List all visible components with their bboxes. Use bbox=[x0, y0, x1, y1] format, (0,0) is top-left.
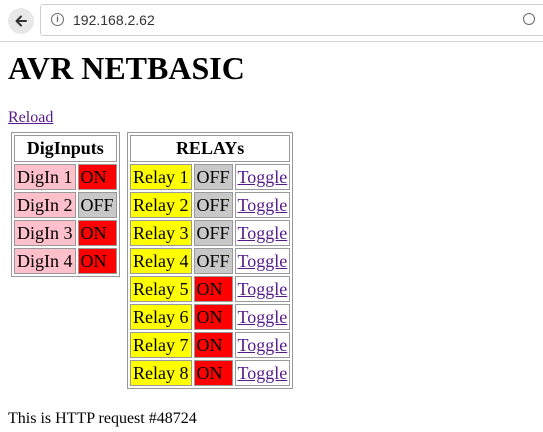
page-title: AVR NETBASIC bbox=[8, 50, 245, 86]
relay-label: Relay 6 bbox=[130, 304, 192, 330]
url-text[interactable]: 192.168.2.62 bbox=[73, 12, 155, 28]
search-icon[interactable] bbox=[523, 13, 535, 25]
digin-state: ON bbox=[77, 220, 117, 246]
relay-state: OFF bbox=[193, 164, 233, 190]
relay-label: Relay 4 bbox=[130, 248, 192, 274]
relay-state: ON bbox=[193, 332, 233, 358]
relay-toggle-link[interactable]: Toggle bbox=[237, 250, 288, 271]
relay-toggle-cell: Toggle bbox=[234, 276, 291, 302]
diginputs-header: DigInputs bbox=[14, 135, 117, 162]
digin-label: DigIn 2 bbox=[14, 192, 76, 218]
digin-state: ON bbox=[77, 164, 117, 190]
relay-toggle-link[interactable]: Toggle bbox=[237, 194, 288, 215]
relay-label: Relay 1 bbox=[130, 164, 192, 190]
relay-label: Relay 5 bbox=[130, 276, 192, 302]
digin-label: DigIn 3 bbox=[14, 220, 76, 246]
relay-toggle-cell: Toggle bbox=[234, 332, 291, 358]
relay-toggle-link[interactable]: Toggle bbox=[237, 278, 288, 299]
relay-label: Relay 7 bbox=[130, 332, 192, 358]
arrow-left-icon bbox=[15, 15, 27, 27]
relay-toggle-link[interactable]: Toggle bbox=[237, 166, 288, 187]
relay-toggle-link[interactable]: Toggle bbox=[237, 222, 288, 243]
request-counter: This is HTTP request #48724 bbox=[8, 410, 197, 427]
relay-toggle-cell: Toggle bbox=[234, 164, 291, 190]
relay-state: OFF bbox=[193, 192, 233, 218]
relays-header: RELAYs bbox=[130, 135, 291, 162]
relay-state: ON bbox=[193, 304, 233, 330]
reload-link[interactable]: Reload bbox=[8, 109, 54, 126]
relay-toggle-cell: Toggle bbox=[234, 220, 291, 246]
info-icon[interactable]: i bbox=[51, 13, 64, 26]
relay-toggle-link[interactable]: Toggle bbox=[237, 306, 288, 327]
relay-state: OFF bbox=[193, 220, 233, 246]
digin-state: ON bbox=[77, 248, 117, 274]
digin-state: OFF bbox=[77, 192, 117, 218]
relay-toggle-link[interactable]: Toggle bbox=[237, 334, 288, 355]
relay-label: Relay 2 bbox=[130, 192, 192, 218]
relay-toggle-cell: Toggle bbox=[234, 192, 291, 218]
relay-state: ON bbox=[193, 276, 233, 302]
relay-toggle-cell: Toggle bbox=[234, 248, 291, 274]
browser-toolbar: i 192.168.2.62 bbox=[0, 0, 543, 42]
digin-label: DigIn 1 bbox=[14, 164, 76, 190]
relay-state: ON bbox=[193, 360, 233, 386]
relay-toggle-cell: Toggle bbox=[234, 360, 291, 386]
relay-toggle-link[interactable]: Toggle bbox=[237, 362, 288, 383]
relay-state: OFF bbox=[193, 248, 233, 274]
relay-label: Relay 3 bbox=[130, 220, 192, 246]
back-button[interactable] bbox=[8, 8, 34, 34]
address-bar[interactable]: i 192.168.2.62 bbox=[40, 4, 543, 36]
relay-toggle-cell: Toggle bbox=[234, 304, 291, 330]
digin-label: DigIn 4 bbox=[14, 248, 76, 274]
relay-label: Relay 8 bbox=[130, 360, 192, 386]
